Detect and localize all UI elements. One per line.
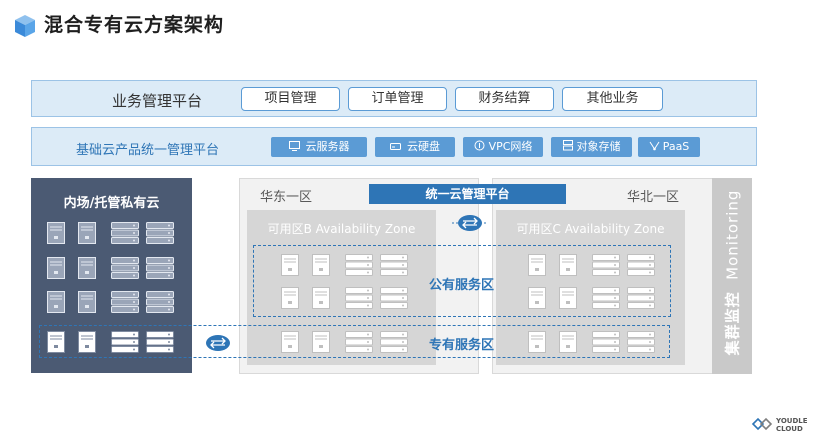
server-rack-icon [345, 287, 373, 313]
server-tower-icon [559, 254, 577, 280]
project-mgmt-pill: 项目管理 [241, 87, 340, 111]
az-link-icon [452, 215, 488, 231]
network-icon [474, 140, 485, 151]
server-rack-icon [146, 257, 174, 283]
monitoring-label: 集群监控 Monitoring [723, 189, 742, 356]
monitor-icon [288, 141, 300, 151]
server-rack-icon [592, 331, 620, 357]
server-rack-icon [627, 331, 655, 357]
unified-mgmt-bar: 统一云管理平台 [369, 184, 566, 204]
server-rack-icon [380, 254, 408, 280]
server-tower-icon [47, 257, 65, 283]
server-tower-icon [312, 331, 330, 357]
az-b-label: 可用区B Availability Zone [267, 222, 416, 236]
server-tower-icon [281, 331, 299, 357]
chip-cloud-server: 云服务器 [271, 137, 367, 157]
server-tower-icon [78, 331, 96, 357]
brand-logo: YOUDLE CLOUD [751, 417, 808, 433]
region-north-name: 华北一区 [627, 190, 680, 205]
private-cloud-label: 内场/托管私有云 [63, 196, 160, 211]
server-tower-icon [559, 287, 577, 313]
server-rack-icon [146, 291, 174, 317]
monitoring-bar: 集群监控 Monitoring [712, 178, 752, 374]
server-tower-icon [312, 287, 330, 313]
public-zone-label: 公有服务区 [429, 278, 495, 293]
server-rack-icon [111, 331, 139, 357]
server-rack-icon [146, 222, 174, 248]
other-business-pill: 其他业务 [562, 87, 663, 111]
server-rack-icon [345, 331, 373, 357]
server-tower-icon [78, 291, 96, 317]
server-rack-icon [627, 287, 655, 313]
server-tower-icon [78, 257, 96, 283]
base-platform-label: 基础云产品统一管理平台 [76, 143, 220, 158]
az-c-label: 可用区C Availability Zone [516, 222, 665, 236]
base-platform-bar: 基础云产品统一管理平台 云服务器 云硬盘 VPC网络 对象存储 PaaS [31, 127, 757, 166]
server-tower-icon [528, 287, 546, 313]
region-east-name: 华东一区 [260, 190, 313, 205]
chip-vpc: VPC网络 [463, 137, 543, 157]
private-zone-label: 专有服务区 [429, 338, 495, 353]
server-rack-icon [146, 331, 174, 357]
server-rack-icon [592, 287, 620, 313]
server-rack-icon [345, 254, 373, 280]
public-zone-box [253, 245, 671, 317]
page-title: 混合专有云方案架构 [44, 14, 225, 36]
server-tower-icon [528, 331, 546, 357]
private-link-icon [206, 335, 230, 351]
server-rack-icon [111, 257, 139, 283]
chip-paas: PaaS [638, 137, 700, 157]
chip-object-storage: 对象存储 [551, 137, 632, 157]
server-tower-icon [312, 254, 330, 280]
chip-cloud-disk: 云硬盘 [375, 137, 455, 157]
business-platform-label: 业务管理平台 [112, 92, 203, 110]
disk-icon [390, 143, 401, 150]
business-platform-bar: 业务管理平台 项目管理 订单管理 财务结算 其他业务 [31, 80, 757, 117]
server-tower-icon [78, 222, 96, 248]
server-tower-icon [281, 287, 299, 313]
server-rack-icon [380, 287, 408, 313]
server-rack-icon [627, 254, 655, 280]
server-tower-icon [47, 222, 65, 248]
cube-logo-icon [15, 15, 35, 37]
server-tower-icon [47, 331, 65, 357]
server-rack-icon [380, 331, 408, 357]
order-mgmt-pill: 订单管理 [348, 87, 447, 111]
paas-icon [649, 141, 660, 151]
server-tower-icon [528, 254, 546, 280]
server-rack-icon [111, 222, 139, 248]
finance-pill: 财务结算 [455, 87, 554, 111]
brand-logo-icon [751, 417, 773, 431]
storage-icon [562, 140, 573, 151]
server-tower-icon [281, 254, 299, 280]
private-zone-box [39, 325, 670, 358]
server-tower-icon [559, 331, 577, 357]
server-rack-icon [592, 254, 620, 280]
server-tower-icon [47, 291, 65, 317]
server-rack-icon [111, 291, 139, 317]
